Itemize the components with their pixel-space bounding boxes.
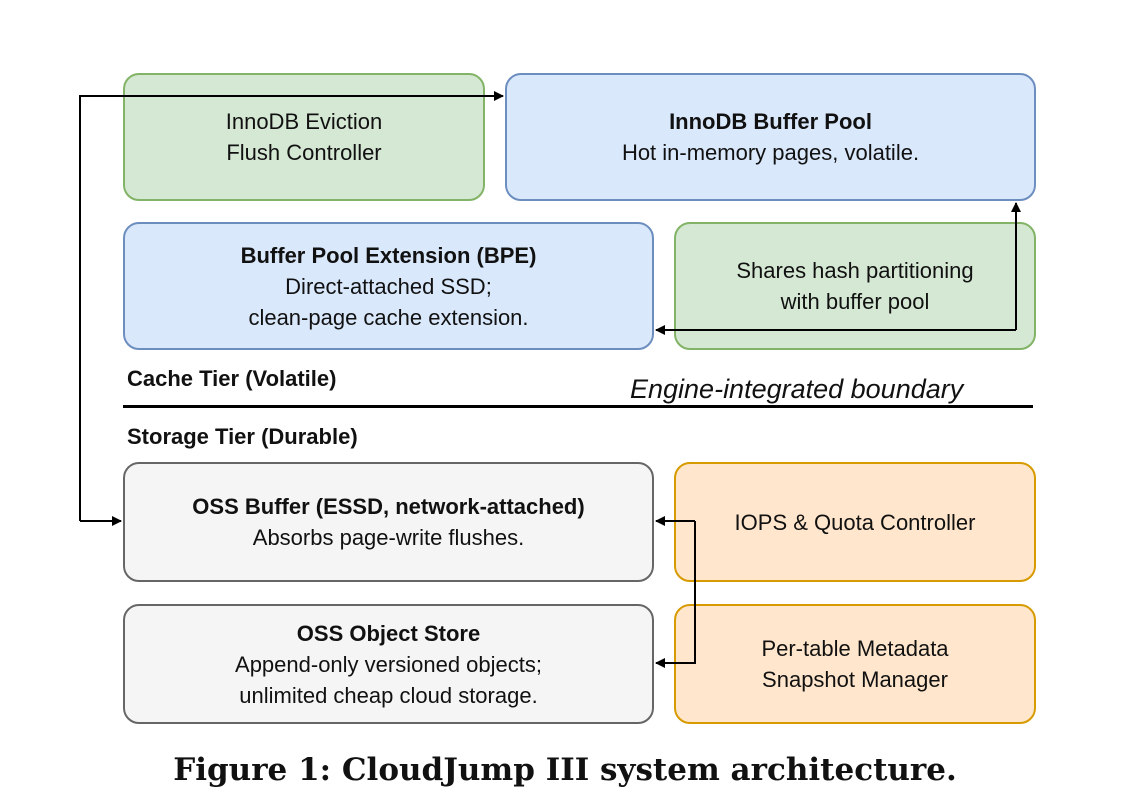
engine-boundary-label: Engine-integrated boundary: [630, 374, 964, 404]
hash-line2: with buffer pool: [780, 289, 930, 314]
eviction-flush-controller-box: InnoDB Eviction Flush Controller: [123, 73, 485, 201]
object-store-line1: Append-only versioned objects;: [235, 651, 542, 677]
bpe-title: Buffer Pool Extension (BPE): [240, 242, 537, 268]
object-store-title: OSS Object Store: [296, 620, 481, 646]
buffer-pool-title: InnoDB Buffer Pool: [669, 109, 872, 134]
oss-object-store-box: OSS Object Store Append-only versioned o…: [123, 604, 654, 724]
metadata-snapshot-box: Per-table Metadata Snapshot Manager: [674, 604, 1036, 724]
oss-buffer-title: OSS Buffer (ESSD, network-attached): [192, 494, 585, 519]
oss-buffer-box: OSS Buffer (ESSD, network-attached) Abso…: [123, 462, 654, 582]
object-store-line2: unlimited cheap cloud storage.: [239, 682, 538, 708]
buffer-pool-box: InnoDB Buffer Pool Hot in-memory pages, …: [505, 73, 1036, 201]
buffer-pool-desc: Hot in-memory pages, volatile.: [621, 140, 920, 165]
eviction-line1: InnoDB Eviction: [225, 109, 383, 134]
metadata-line1: Per-table Metadata: [761, 636, 949, 661]
tier-divider: [123, 405, 1033, 408]
bpe-line1: Direct-attached SSD;: [285, 273, 492, 299]
eviction-line2: Flush Controller: [226, 140, 382, 165]
arrow-to-object-store: [655, 521, 696, 668]
metadata-line2: Snapshot Manager: [762, 667, 948, 692]
iops-line1: IOPS & Quota Controller: [734, 509, 976, 535]
iops-quota-box: IOPS & Quota Controller: [674, 462, 1036, 582]
cache-tier-label: Cache Tier (Volatile): [127, 366, 337, 391]
storage-tier-label: Storage Tier (Durable): [127, 424, 358, 449]
bpe-line2: clean-page cache extension.: [248, 304, 529, 330]
hash-partitioning-box: Shares hash partitioning with buffer poo…: [674, 222, 1036, 350]
bpe-box: Buffer Pool Extension (BPE) Direct-attac…: [123, 222, 654, 350]
figure-caption: Figure 1: CloudJump III system architect…: [173, 752, 957, 788]
hash-line1: Shares hash partitioning: [736, 258, 974, 283]
oss-buffer-desc: Absorbs page-write flushes.: [252, 525, 525, 550]
arrow-left-loop-to-buffer-pool: [79, 91, 504, 521]
